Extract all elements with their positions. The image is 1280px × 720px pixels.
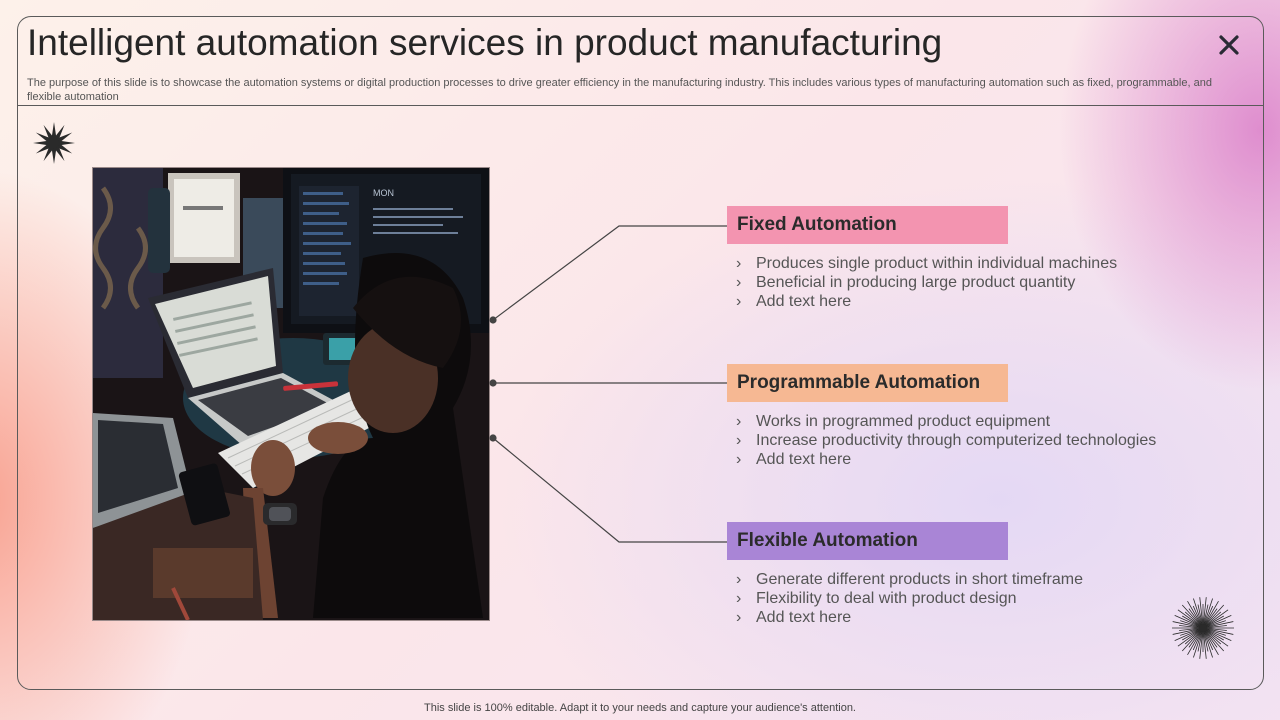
chevron-right-icon: › <box>736 571 742 588</box>
chevron-right-icon: › <box>736 255 742 272</box>
bullet-list: ›Works in programmed product equipment ›… <box>727 412 1247 469</box>
list-item: ›Increase productivity through computeri… <box>736 432 1157 449</box>
bullet-list: ›Generate different products in short ti… <box>727 570 1247 627</box>
photo-person-working-laptop: MON <box>92 167 490 621</box>
slide-subtitle: The purpose of this slide is to showcase… <box>27 77 1212 103</box>
section-label: Fixed Automation <box>727 206 1008 244</box>
header-divider <box>17 105 1264 106</box>
list-item: ›Works in programmed product equipment <box>736 413 1051 430</box>
chevron-right-icon: › <box>736 590 742 607</box>
list-item: ›Add text here <box>736 609 852 626</box>
section-flexible-automation: Flexible Automation ›Generate different … <box>727 522 1247 627</box>
list-item: ›Beneficial in producing large product q… <box>736 274 1076 291</box>
list-item: ›Add text here <box>736 293 852 310</box>
chevron-right-icon: › <box>736 451 742 468</box>
chevron-right-icon: › <box>736 413 742 430</box>
page-title: Intelligent automation services in produ… <box>27 22 943 63</box>
section-label: Programmable Automation <box>727 364 1008 402</box>
chevron-right-icon: › <box>736 293 742 310</box>
slide-frame <box>17 16 1264 690</box>
chevron-right-icon: › <box>736 274 742 291</box>
sparkle-star-icon <box>31 120 77 166</box>
section-label: Flexible Automation <box>727 522 1008 560</box>
chevron-right-icon: › <box>736 432 742 449</box>
monitor-text: MON <box>373 188 394 198</box>
list-item: ›Add text here <box>736 451 852 468</box>
section-programmable-automation: Programmable Automation ›Works in progra… <box>727 364 1247 469</box>
list-item: ›Produces single product within individu… <box>736 255 1118 272</box>
footer-note: This slide is 100% editable. Adapt it to… <box>424 702 856 714</box>
starburst-icon <box>1170 595 1236 661</box>
section-fixed-automation: Fixed Automation ›Produces single produc… <box>727 206 1247 311</box>
list-item: ›Generate different products in short ti… <box>736 571 1083 588</box>
close-icon[interactable] <box>1214 30 1244 60</box>
bullet-list: ›Produces single product within individu… <box>727 254 1247 311</box>
chevron-right-icon: › <box>736 609 742 626</box>
list-item: ›Flexibility to deal with product design <box>736 590 1017 607</box>
